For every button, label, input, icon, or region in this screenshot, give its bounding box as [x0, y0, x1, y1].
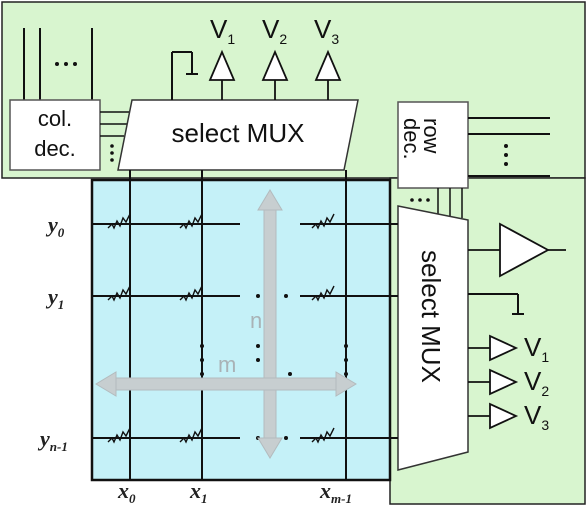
col-bus-dots [110, 144, 114, 162]
right-output-v3: V3 [524, 400, 549, 433]
cell-0-0 [107, 213, 131, 230]
row-decoder-dots [504, 144, 508, 166]
row-label-y1: y1 [45, 284, 64, 312]
col-label-xm: xm-1 [319, 478, 352, 506]
top-output-v2: V2 [262, 14, 287, 47]
row-decoder-label-line2: dec. [399, 118, 424, 160]
top-mux-control [171, 51, 198, 100]
top-output-v3: V3 [314, 14, 339, 47]
right-output-v1: V1 [524, 332, 549, 365]
row-decoder-box [397, 101, 469, 189]
m-dimension-label: m [218, 352, 236, 377]
cell-0-1 [179, 213, 203, 230]
cell-n-0 [107, 427, 131, 444]
memristor-cells [107, 213, 335, 444]
row-label-yn: yn-1 [37, 426, 68, 454]
m-dimension-arrow [95, 371, 357, 397]
top-select-mux [117, 99, 359, 171]
col-label-x0: x0 [117, 478, 136, 506]
cell-1-0 [107, 285, 131, 302]
row-label-y0: y0 [45, 212, 65, 240]
right-output-buffers [468, 334, 519, 430]
memory-array [90, 178, 392, 482]
top-output-v1: V1 [210, 14, 235, 47]
col-decoder-label-line1: col. [38, 106, 72, 131]
cell-1-1 [179, 285, 203, 302]
cell-n-1 [179, 427, 203, 444]
row-decoder-label-line1: row [419, 118, 444, 154]
top-mux-label: select MUX [172, 118, 305, 148]
row-decoder-lines [468, 117, 550, 177]
row-bus-lines [437, 188, 463, 218]
right-output-v2: V2 [524, 366, 549, 399]
col-label-x1: x1 [189, 478, 208, 506]
top-output-buffers [208, 49, 342, 100]
row-bus-dots [410, 198, 430, 202]
cell-n-m [311, 427, 335, 444]
right-mux-control [468, 293, 524, 315]
col-decoder-lines [23, 28, 93, 100]
right-sense-amp [468, 222, 566, 278]
right-select-mux [397, 205, 469, 471]
cell-0-m [311, 213, 335, 230]
n-dimension-label: n [250, 308, 262, 333]
col-bus-lines [100, 111, 132, 137]
row-wires [92, 223, 398, 439]
right-mux-label: select MUX [416, 250, 446, 383]
col-decoder-label-line2: dec. [34, 136, 76, 161]
cell-1-m [311, 285, 335, 302]
col-decoder-dots [55, 62, 77, 66]
col-decoder-box [9, 99, 101, 171]
